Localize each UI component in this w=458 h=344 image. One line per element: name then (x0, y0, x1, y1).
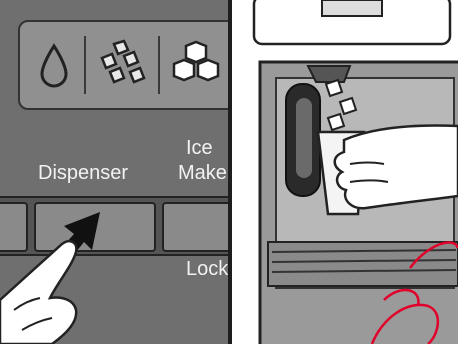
finger-icon (0, 241, 76, 344)
finger-pressing-illustration (0, 0, 232, 344)
control-panel: Ice Dispenser Make Lock (0, 0, 232, 344)
dispenser-illustration (232, 0, 458, 344)
